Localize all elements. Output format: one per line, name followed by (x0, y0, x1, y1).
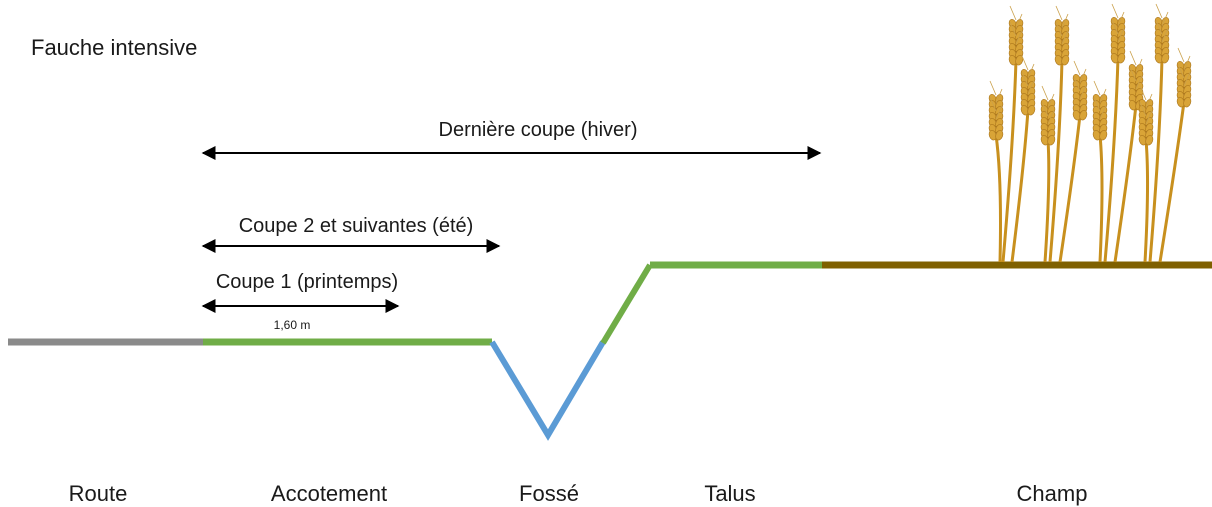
wheat-ear (1154, 3, 1170, 64)
wheat-stem (1043, 139, 1051, 263)
wheat-stem (994, 134, 1002, 263)
zone-label-route: Route (69, 481, 128, 506)
wheat-ear (1020, 55, 1036, 116)
wheat-stem (1048, 59, 1064, 263)
first-cut-arrow: Coupe 1 (printemps) 1,60 m (201, 271, 400, 332)
zone-label-talus: Talus (704, 481, 755, 506)
wheat-ear (1072, 60, 1088, 121)
diagram-title: Fauche intensive (31, 35, 197, 60)
second-cut-label: Coupe 2 et suivantes (été) (239, 215, 474, 237)
zone-label-fosse: Fossé (519, 481, 579, 506)
wheat-stem (1058, 114, 1082, 263)
wheat-stem (1158, 101, 1186, 263)
wheat-ear (988, 80, 1004, 141)
first-cut-width-label: 1,60 m (274, 318, 311, 332)
wheat-stem (1001, 59, 1018, 263)
wheat-stem (1010, 109, 1030, 263)
wheat-stem (1103, 57, 1120, 263)
wheat-ear (1008, 5, 1024, 66)
wheat-stem (1148, 57, 1164, 263)
second-cut-arrow: Coupe 2 et suivantes (été) (201, 215, 501, 253)
wheat-ear (1040, 85, 1056, 146)
wheat-stem (1098, 134, 1104, 263)
wheat-stem (1143, 139, 1150, 263)
wheat-illustration (988, 3, 1192, 263)
last-cut-label: Dernière coupe (hiver) (439, 119, 638, 141)
wheat-ear (1054, 5, 1070, 66)
zone-label-accotement: Accotement (271, 481, 387, 506)
wheat-stem (1113, 104, 1138, 263)
wheat-ear (1176, 47, 1192, 108)
ground-profile (8, 261, 1212, 441)
last-cut-arrow: Dernière coupe (hiver) (201, 119, 822, 160)
talus-slope (600, 263, 653, 345)
first-cut-label: Coupe 1 (printemps) (216, 271, 398, 293)
ditch-profile (489, 340, 606, 441)
wheat-ear (1138, 85, 1154, 146)
zone-label-champ: Champ (1017, 481, 1088, 506)
wheat-ear (1092, 80, 1108, 141)
wheat-ear (1110, 3, 1126, 64)
